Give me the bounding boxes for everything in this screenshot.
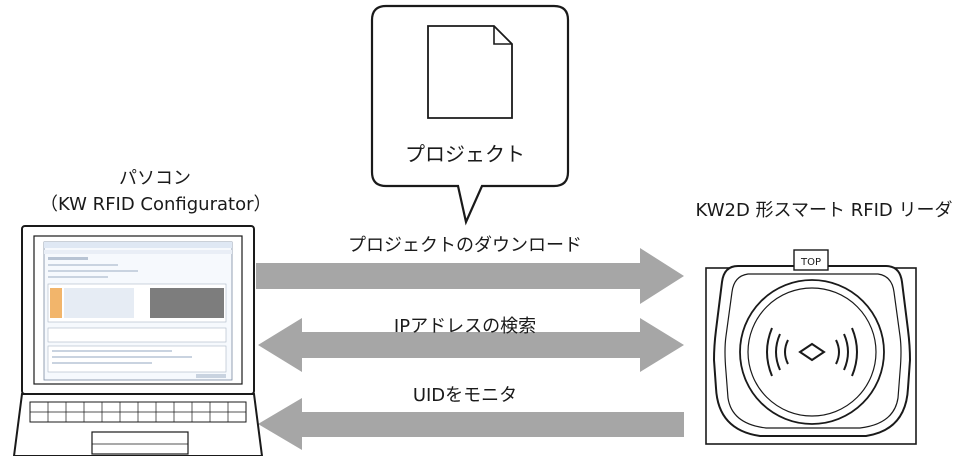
keyboard-icon [29, 401, 247, 455]
reader-name: KW2D 形スマート RFID リーダ [695, 200, 953, 221]
nfc-wave-icon [766, 327, 858, 377]
rfid-reader-icon: TOP [705, 249, 917, 445]
arrow-label-ip-search: IPアドレスの検索 [393, 316, 537, 337]
configurator-screen [43, 241, 233, 381]
pc-name: パソコン [119, 168, 191, 189]
reader-inner-ring [747, 287, 877, 417]
arrow-download [256, 248, 684, 304]
document-icon [427, 25, 513, 119]
pc-software: （KW RFID Configurator） [40, 194, 272, 215]
laptop-icon [12, 225, 264, 456]
arrow-ip-search [258, 318, 684, 372]
arrow-label-download: プロジェクトのダウンロード [348, 235, 582, 256]
project-label: プロジェクト [405, 142, 525, 166]
pc-label: パソコン （KW RFID Configurator） [40, 166, 272, 218]
top-mark: TOP [800, 257, 821, 268]
arrow-label-uid-monitor: UIDをモニタ [412, 385, 518, 406]
project-bubble [370, 4, 570, 226]
arrow-uid-monitor [258, 398, 684, 450]
top-tab [793, 249, 829, 271]
